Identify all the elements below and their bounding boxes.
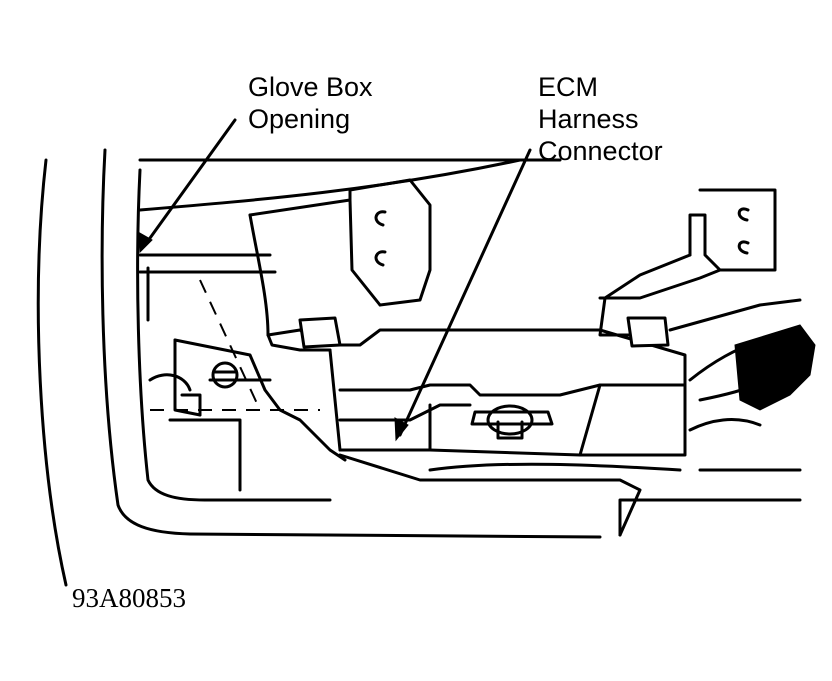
glove-box-arrowhead xyxy=(137,231,153,254)
ecm-module xyxy=(266,316,687,457)
leader-lines xyxy=(143,118,532,437)
upper-bracket xyxy=(248,178,432,337)
lower-panel xyxy=(338,453,802,537)
right-bracket xyxy=(598,188,802,337)
glove-box-callout-line1: Glove Box xyxy=(248,72,373,102)
ecm-callout-line1: ECM xyxy=(538,72,598,102)
ecm-arrowhead xyxy=(394,417,409,442)
dash-panel-outline xyxy=(36,148,602,587)
glove-box-callout-line2: Opening xyxy=(248,104,351,134)
harness-wires xyxy=(688,324,816,432)
dashed-reference-lines xyxy=(150,279,320,411)
left-mount-bracket xyxy=(148,338,347,492)
ecm-callout-line2: Harness xyxy=(538,104,639,134)
connector-bolt xyxy=(470,404,554,440)
figure-id: 93A80853 xyxy=(72,583,186,613)
ecm-callout-line3: Connector xyxy=(538,136,663,166)
glove-box-opening xyxy=(138,253,277,322)
